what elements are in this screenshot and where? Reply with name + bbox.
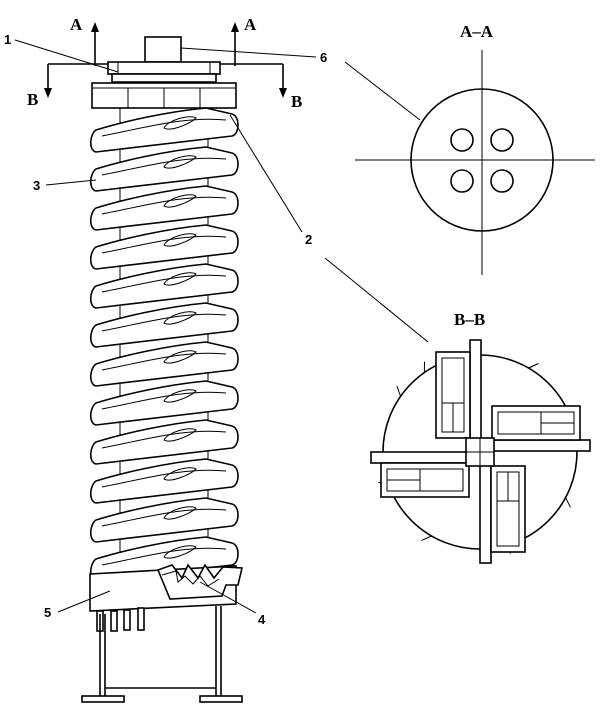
top-drive-assembly [107,36,221,83]
section-b-b-title: B–B [454,310,485,329]
section-a-a-view: A–A [344,22,595,275]
callout-1: 1 [4,32,11,47]
rim-tick [421,535,432,541]
bottom-collector [89,563,243,632]
spiral-turn [89,185,239,231]
callout-3: 3 [33,178,40,193]
spiral-turn [89,341,239,387]
top-flange [111,73,217,83]
section-marker-a-left: A [70,15,99,66]
spiral-turn [89,263,239,309]
spiral-turn [89,497,239,543]
section-label-a-left: A [70,15,83,34]
spiral-turn [89,224,239,270]
support-frame [81,606,243,703]
spiral-column [89,107,239,582]
callout-6: 6 [320,50,327,65]
spiral-turn [89,146,239,192]
callout-4: 4 [258,612,266,627]
drive-motor [144,36,182,63]
rim-tick [396,385,402,397]
section-label-b-right: B [291,92,302,111]
section-label-a-right: A [244,15,257,34]
section-marker-a-right: A [231,15,257,66]
spiral-turn [89,380,239,426]
rim-tick [565,497,571,508]
spiral-turn [89,302,239,348]
top-plate [107,61,221,75]
distributor-head [91,82,237,109]
callout-5: 5 [44,605,51,620]
section-a-a-title: A–A [460,22,494,41]
section-label-b-left: B [27,90,38,109]
spiral-turn [89,458,239,504]
spiral-turn [89,419,239,465]
spiral-turn [89,107,239,153]
rim-tick [528,363,539,369]
callouts: 1 6 2 3 5 4 [4,32,429,627]
section-b-b-view: B–B [370,310,591,564]
callout-2: 2 [305,232,312,247]
